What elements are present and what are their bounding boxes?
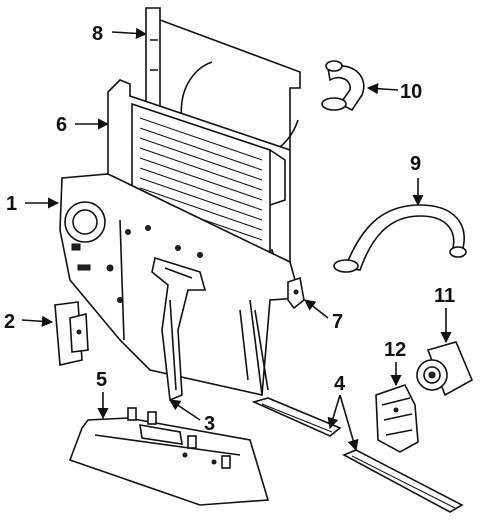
callout-11: 11 [434, 285, 455, 307]
bracket [54, 301, 89, 366]
callout-12: 12 [384, 339, 406, 361]
callout-1: 1 [6, 193, 17, 215]
callout-10: 10 [400, 81, 422, 103]
callout-4: 4 [334, 373, 346, 395]
callout-7: 7 [332, 311, 343, 333]
idler-pulley [416, 341, 474, 397]
center-brace [151, 256, 207, 402]
callout-2: 2 [4, 311, 15, 333]
air-deflector-strips [251, 397, 464, 513]
callout-3: 3 [204, 413, 215, 435]
callout-8: 8 [92, 23, 103, 45]
retainer-clip [287, 276, 305, 310]
lower-hose [333, 204, 467, 273]
callout-6: 6 [56, 114, 67, 136]
callout-9: 9 [410, 153, 421, 175]
lower-shield [68, 407, 270, 506]
leader-lines [21, 27, 452, 452]
upper-hose [321, 60, 365, 112]
callout-5: 5 [96, 369, 107, 391]
mounting-bracket [375, 384, 419, 453]
